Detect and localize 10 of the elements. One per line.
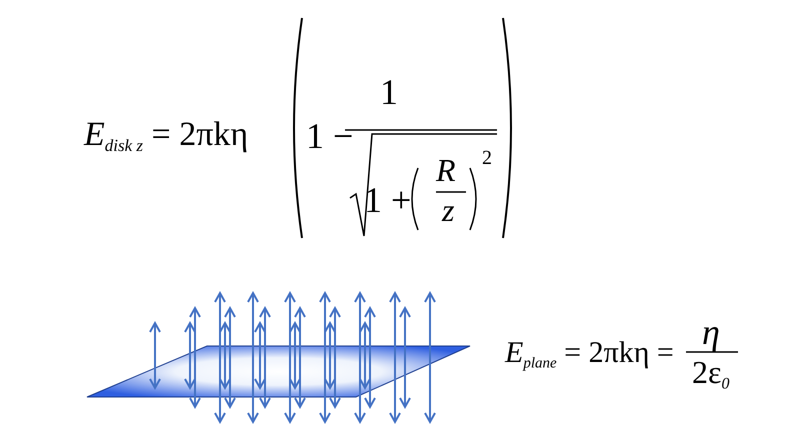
formula-text: E$_{disk z}$ = 2πkη — [84, 118, 248, 154]
denominator: z — [442, 194, 454, 226]
denominator: 2ε$_{0}$ — [692, 356, 730, 393]
formula-text: 1 + — [364, 182, 412, 218]
numerator: R — [436, 154, 456, 186]
numerator: 1 — [380, 74, 398, 110]
formula-text: 1 − — [306, 118, 354, 154]
formula-text: E$_{plane}$ = 2πkη = — [505, 338, 674, 372]
numerator: η — [702, 314, 720, 350]
exponent: 2 — [482, 148, 492, 168]
